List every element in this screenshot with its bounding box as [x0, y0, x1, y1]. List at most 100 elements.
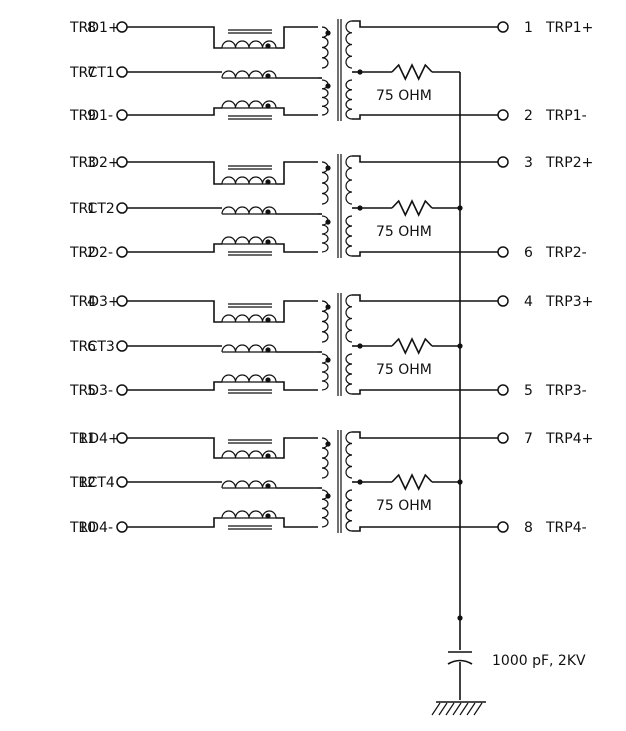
right-pin-number: 1: [524, 20, 533, 36]
primary-coil: [221, 70, 277, 79]
left-pin-terminal: [116, 340, 128, 352]
right-signal-name: TRP1+: [545, 20, 593, 36]
primary-right-top: [276, 437, 318, 459]
right-pin-terminal: [497, 432, 509, 444]
resistor: [391, 199, 433, 217]
primary-bottom-wire: [127, 107, 222, 116]
choke-coil-left: [321, 161, 329, 205]
junction-dot: [325, 441, 331, 447]
junction-dot: [325, 165, 331, 171]
right-signal-name: TRP3-: [545, 383, 587, 399]
ground-hatch: [452, 702, 462, 716]
right-pin-number: 5: [524, 383, 533, 399]
primary-top-wire: [127, 437, 222, 459]
junction-dot: [325, 304, 331, 310]
junction-dot: [265, 377, 271, 383]
left-pin-number: 2: [87, 245, 96, 261]
left-signal-name: TRD1-: [69, 108, 113, 124]
resistor: [391, 473, 433, 491]
choke-coil-right: [345, 79, 353, 120]
junction-dot: [325, 83, 331, 89]
junction-dot: [265, 103, 271, 109]
output-bottom-wire: [352, 114, 498, 120]
choke-coil-right: [345, 20, 353, 69]
left-pin-number: 4: [87, 294, 96, 310]
resistor-value: 75 OHM: [376, 362, 432, 378]
left-signal-name: TRD4+: [69, 431, 120, 447]
output-bottom-wire: [352, 526, 498, 532]
left-pin-terminal: [116, 109, 128, 121]
right-pin-number: 4: [524, 294, 533, 310]
right-pin-terminal: [497, 246, 509, 258]
output-top-wire: [352, 431, 498, 439]
junction-dot: [325, 30, 331, 36]
capacitor-value: 1000 pF, 2KV: [492, 653, 586, 669]
ground-hatch: [473, 702, 483, 716]
junction-dot: [325, 493, 331, 499]
junction-dot: [457, 615, 463, 621]
left-pin-number: 3: [87, 155, 96, 171]
right-signal-name: TRP4+: [545, 431, 593, 447]
right-pin-terminal: [497, 521, 509, 533]
junction-dot: [265, 347, 271, 353]
left-signal-name: TRD1+: [69, 20, 120, 36]
right-pin-number: 3: [524, 155, 533, 171]
output-bottom-wire: [352, 251, 498, 257]
primary-right-bottom: [276, 517, 318, 528]
junction-dot: [265, 513, 271, 519]
left-pin-terminal: [116, 476, 128, 488]
choke-coil-right: [345, 215, 353, 257]
primary-right-bottom: [276, 243, 318, 253]
junction-dot: [265, 453, 271, 459]
right-pin-number: 2: [524, 108, 533, 124]
primary-right-bottom: [276, 381, 318, 391]
resistor-value: 75 OHM: [376, 88, 432, 104]
capacitor-plate-curved: [447, 659, 473, 665]
left-pin-number: 7: [87, 65, 96, 81]
resistor: [391, 337, 433, 355]
left-signal-name: TRCT1: [69, 65, 115, 81]
left-signal-name: TRCT4: [69, 475, 115, 491]
left-pin-terminal: [116, 246, 128, 258]
ground-hatch: [445, 702, 455, 716]
choke-coil-right: [345, 294, 353, 343]
left-signal-name: TRD4-: [69, 520, 113, 536]
left-signal-name: TRCT3: [69, 339, 115, 355]
left-signal-name: TRD2-: [69, 245, 113, 261]
primary-bottom-wire: [127, 243, 222, 253]
junction-dot: [325, 357, 331, 363]
junction-dot: [265, 179, 271, 185]
left-pin-number: 11: [78, 431, 96, 447]
right-pin-terminal: [497, 156, 509, 168]
junction-dot: [265, 43, 271, 49]
junction-dot: [265, 73, 271, 79]
left-pin-number: 5: [87, 383, 96, 399]
right-pin-number: 6: [524, 245, 533, 261]
choke-coil-right: [345, 155, 353, 205]
primary-coil: [221, 480, 277, 489]
right-pin-number: 7: [524, 431, 533, 447]
right-pin-terminal: [497, 21, 509, 33]
left-pin-terminal: [116, 295, 128, 307]
junction-dot: [265, 209, 271, 215]
output-bottom-wire: [352, 389, 498, 395]
left-pin-terminal: [116, 66, 128, 78]
right-signal-name: TRP3+: [545, 294, 593, 310]
output-top-wire: [352, 294, 498, 302]
choke-coil-right: [345, 431, 353, 479]
left-signal-name: TRD3+: [69, 294, 120, 310]
choke-coil-right: [345, 353, 353, 395]
output-top-wire: [352, 20, 498, 28]
right-pin-number: 8: [524, 520, 533, 536]
primary-coil: [221, 100, 277, 109]
left-pin-number: 8: [87, 20, 96, 36]
primary-top-wire: [127, 161, 222, 185]
left-pin-terminal: [116, 432, 128, 444]
left-pin-number: 6: [87, 339, 96, 355]
junction-dot: [265, 483, 271, 489]
junction-dot: [325, 219, 331, 225]
